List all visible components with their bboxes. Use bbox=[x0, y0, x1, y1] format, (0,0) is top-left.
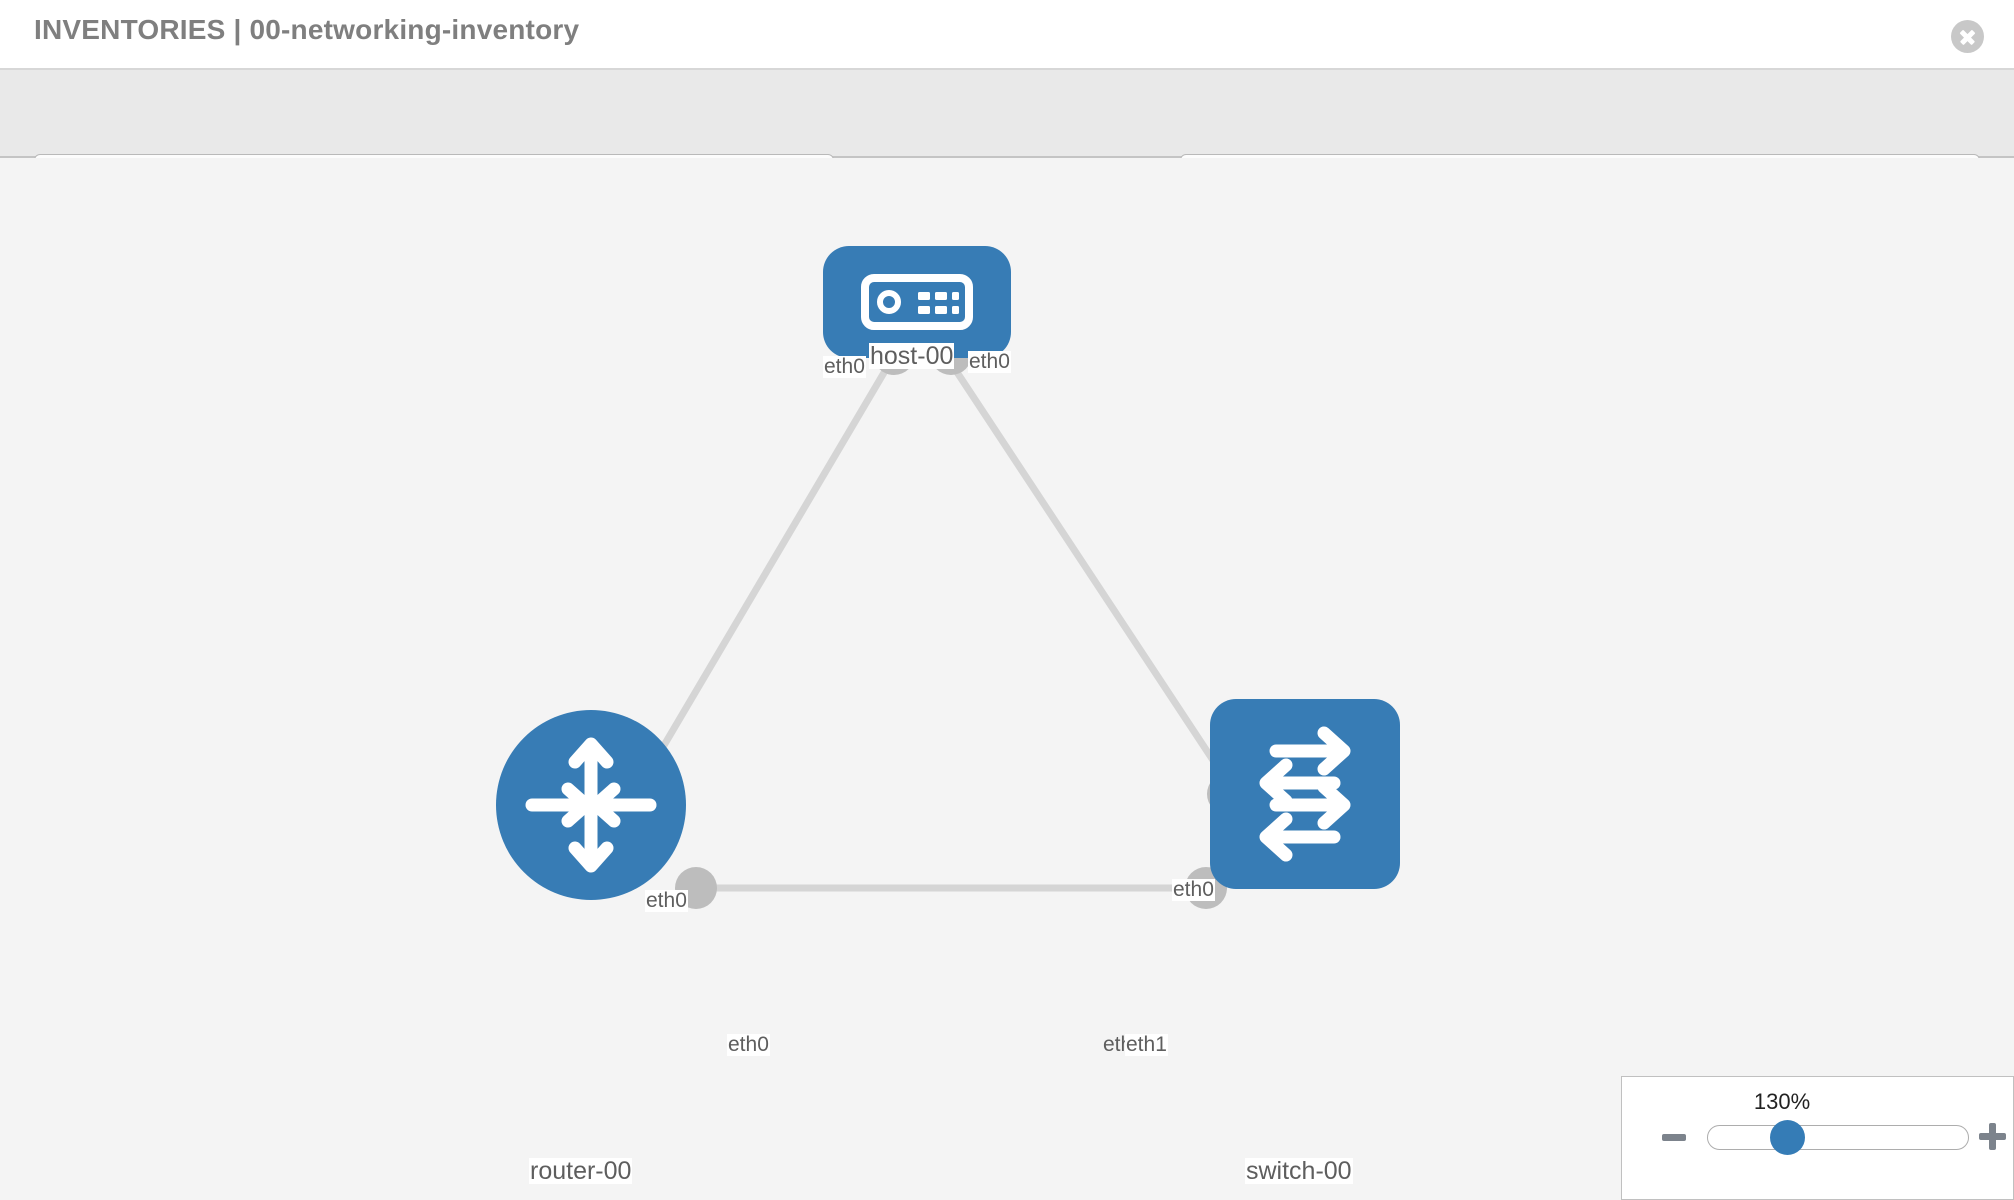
node-switch-00[interactable] bbox=[1210, 699, 1400, 889]
topology-canvas[interactable]: host-00 router-00 switch-00 eth0 eth0 et… bbox=[0, 158, 2014, 1200]
edge-label-switch-left-eth1: eth1 bbox=[1125, 1033, 1168, 1057]
edge-host-router bbox=[636, 350, 899, 790]
node-label-host-00: host-00 bbox=[869, 342, 955, 370]
zoom-in-button[interactable] bbox=[1979, 1123, 2006, 1150]
node-host-00[interactable] bbox=[823, 246, 1011, 358]
edge-label-router-right-eth0: eth0 bbox=[727, 1033, 770, 1057]
edge-label-router-up-eth0: eth0 bbox=[645, 889, 688, 913]
edge-label-host-left-eth0: eth0 bbox=[823, 355, 866, 379]
zoom-level-label: 130% bbox=[1753, 1089, 1811, 1114]
page-header: INVENTORIES | 00-networking-inventory bbox=[0, 0, 2014, 70]
zoom-slider-thumb[interactable] bbox=[1770, 1120, 1805, 1155]
zoom-control-panel: 130% bbox=[1621, 1076, 2014, 1200]
close-icon[interactable] bbox=[1951, 20, 1984, 53]
edge-label-switch-up-eth0: eth0 bbox=[1172, 878, 1215, 902]
edge-label-switch-left-eth0-partial: eth bbox=[1103, 1033, 1133, 1056]
toolbar: ACTIONS SEARCH bbox=[0, 70, 2014, 202]
edge-host-switch bbox=[941, 350, 1234, 790]
node-router-00[interactable] bbox=[496, 710, 686, 900]
topology-edges bbox=[636, 350, 1234, 892]
zoom-slider-track[interactable] bbox=[1707, 1125, 1969, 1150]
page-title: INVENTORIES | 00-networking-inventory bbox=[34, 14, 580, 45]
node-label-switch-00: switch-00 bbox=[1245, 1157, 1353, 1185]
zoom-out-button[interactable] bbox=[1662, 1134, 1686, 1141]
node-label-router-00: router-00 bbox=[529, 1157, 633, 1185]
edge-label-host-right-eth0: eth0 bbox=[968, 350, 1011, 374]
